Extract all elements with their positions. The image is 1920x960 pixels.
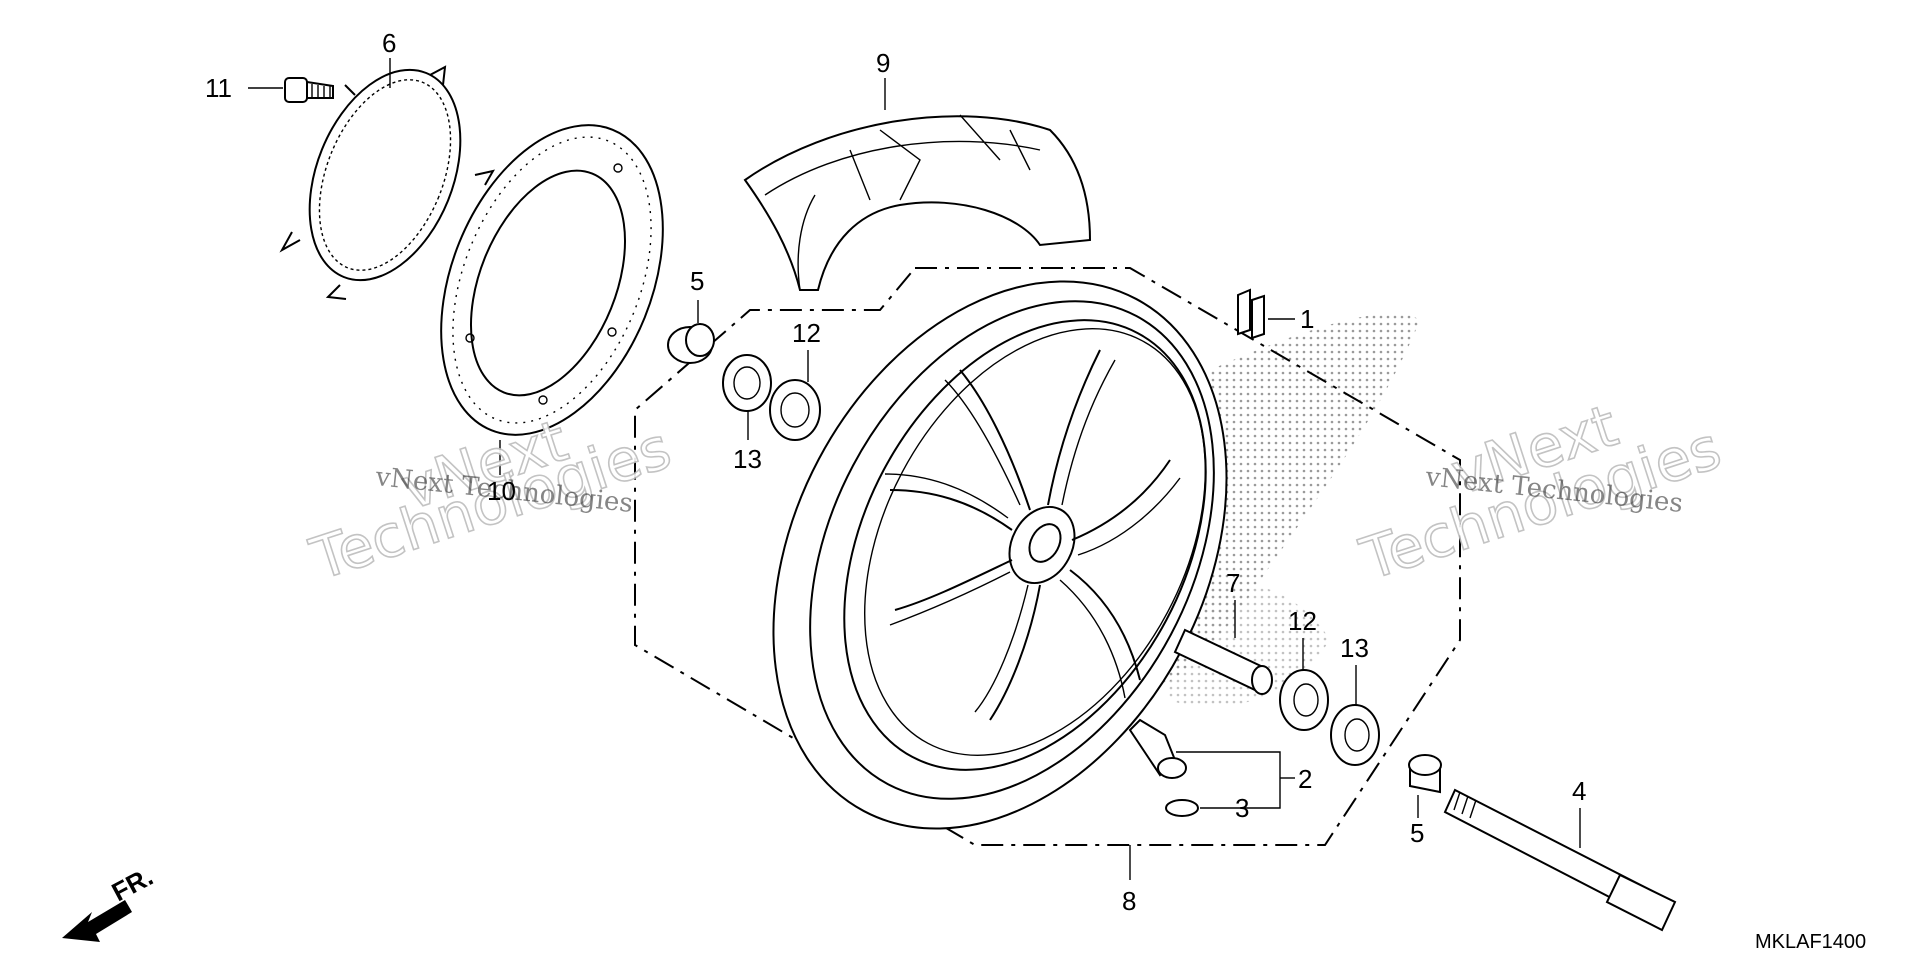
tire-part: [743, 114, 1092, 291]
distance-collar-part: [1173, 628, 1273, 695]
bearing-part-left-12: [769, 379, 821, 441]
callout-13a: 13: [733, 444, 762, 474]
side-collar-part-lower: [1408, 754, 1442, 794]
callout-1: 1: [1300, 304, 1314, 334]
pulser-ring-part: [279, 65, 495, 300]
shading-area-hub: [1160, 581, 1330, 708]
valve-washer-part: [1165, 799, 1199, 817]
callout-6: 6: [382, 28, 396, 58]
callout-8: 8: [1122, 886, 1136, 916]
callout-5a: 5: [690, 266, 704, 296]
callout-2: 2: [1298, 764, 1312, 794]
front-axle-part: [1443, 788, 1677, 932]
callout-11: 11: [205, 73, 232, 103]
callout-7: 7: [1226, 568, 1240, 598]
callout-10: 10: [487, 476, 516, 506]
bolt-part: [284, 77, 334, 103]
drawing-code: MKLAF1400: [1755, 931, 1866, 953]
callout-9: 9: [876, 48, 890, 78]
callout-5b: 5: [1410, 818, 1424, 848]
callout-12a: 12: [792, 318, 821, 348]
balance-weight-part: [1237, 288, 1265, 340]
brake-disc-part: [440, 124, 664, 436]
assembly-outline: [634, 267, 1461, 846]
side-collar-part: [667, 323, 715, 364]
bearing-part-right-13: [1330, 704, 1380, 766]
air-valve-part: [1128, 718, 1187, 779]
callout-13b: 13: [1340, 633, 1369, 663]
front-direction-arrow-icon: [62, 900, 132, 942]
callout-12b: 12: [1288, 606, 1317, 636]
callout-3: 3: [1235, 793, 1249, 823]
front-direction-label: FR.: [107, 861, 158, 907]
leader-lines: [248, 58, 1581, 880]
bearing-part-right-12: [1279, 669, 1329, 731]
bearing-part-left-13: [722, 354, 772, 412]
callout-4: 4: [1572, 776, 1586, 806]
